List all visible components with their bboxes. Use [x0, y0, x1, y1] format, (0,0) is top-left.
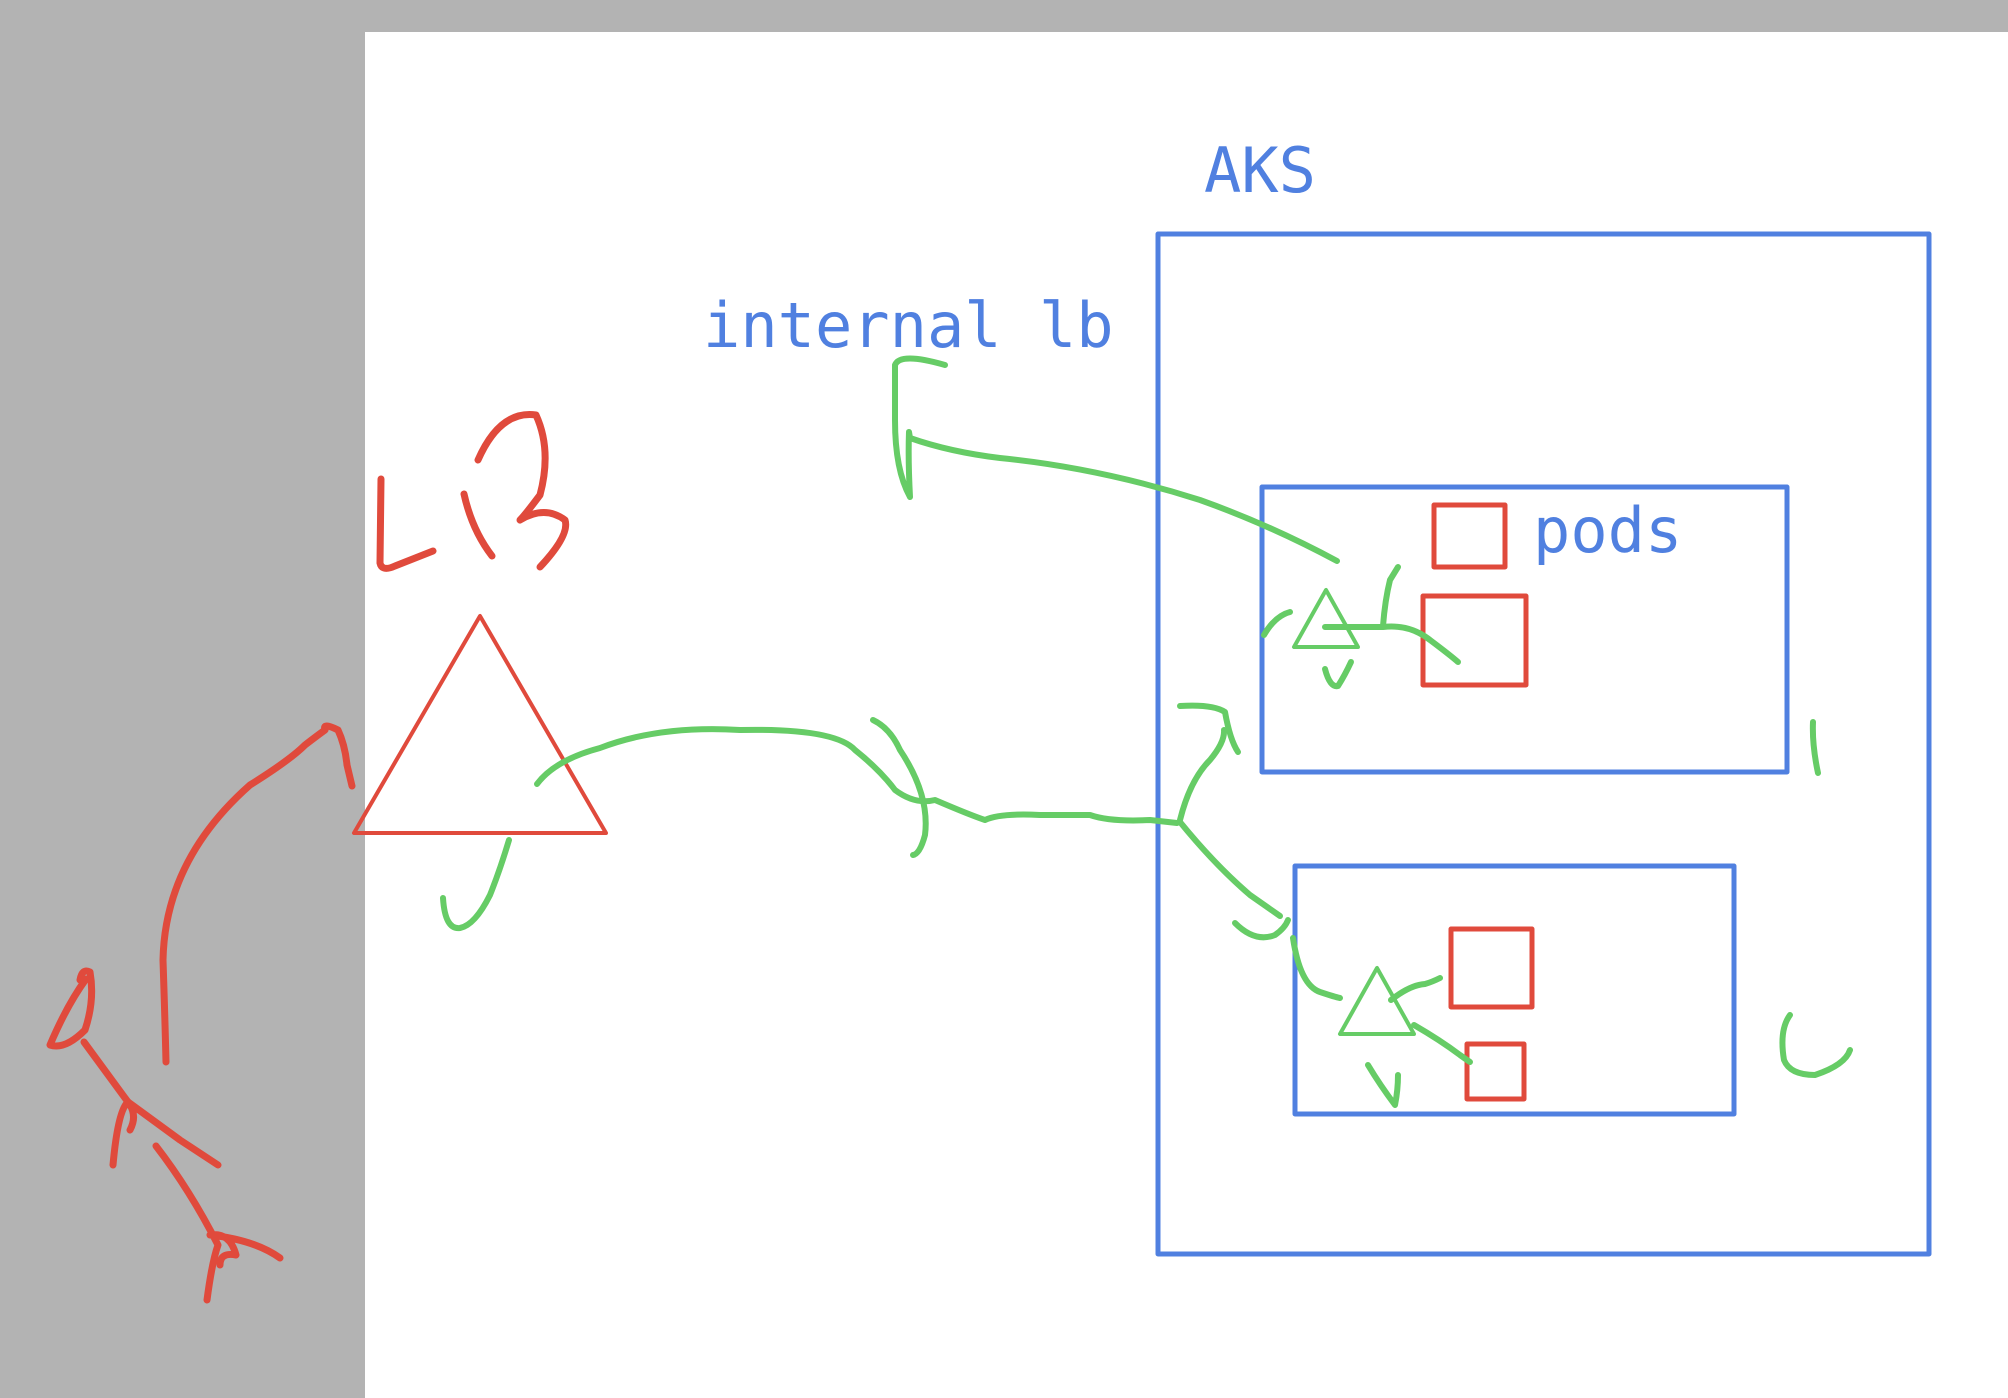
traffic-path — [1809, 719, 1821, 776]
traffic-path — [1411, 1022, 1473, 1065]
traffic-path — [870, 717, 929, 858]
traffic-path — [1322, 659, 1354, 690]
traffic-path — [1365, 1062, 1401, 1108]
traffic-path — [1177, 727, 1228, 823]
node-box-upper — [1259, 484, 1790, 775]
traffic-path — [1322, 623, 1461, 665]
traffic-path — [1261, 609, 1293, 638]
node-box-lower — [1292, 863, 1737, 1117]
pod-square — [1464, 1041, 1527, 1102]
traffic-path — [1380, 564, 1401, 629]
user-to-lb-arrow — [159, 722, 356, 1066]
whiteboard-canvas — [365, 32, 2008, 1398]
lb-handwriting — [376, 475, 437, 572]
user-figure — [152, 1142, 284, 1304]
pod-square — [1431, 502, 1508, 570]
traffic-path — [1388, 975, 1443, 1003]
traffic-path — [534, 726, 1180, 826]
lb-handwriting — [460, 490, 496, 560]
user-figure — [80, 1038, 132, 1106]
traffic-path — [1232, 917, 1291, 941]
pods-label: pods — [1533, 494, 1683, 567]
aks-cluster-box — [1155, 231, 1932, 1257]
service-triangle — [1338, 966, 1416, 1036]
traffic-path — [1779, 1012, 1853, 1078]
internal-lb-path — [892, 355, 1340, 564]
traffic-path — [1177, 702, 1241, 755]
traffic-path — [440, 837, 512, 932]
traffic-path — [1290, 935, 1343, 1001]
service-triangle — [1292, 588, 1360, 649]
pod-square — [1420, 593, 1529, 688]
lb-handwriting — [474, 411, 570, 571]
user-figure — [46, 967, 96, 1050]
internal-lb-label: internal lb — [703, 289, 1114, 362]
aks-label: AKS — [1204, 134, 1316, 207]
user-figure — [109, 1098, 222, 1169]
load-balancer-triangle — [352, 614, 608, 835]
pod-square — [1448, 926, 1535, 1010]
traffic-path — [1177, 819, 1283, 919]
